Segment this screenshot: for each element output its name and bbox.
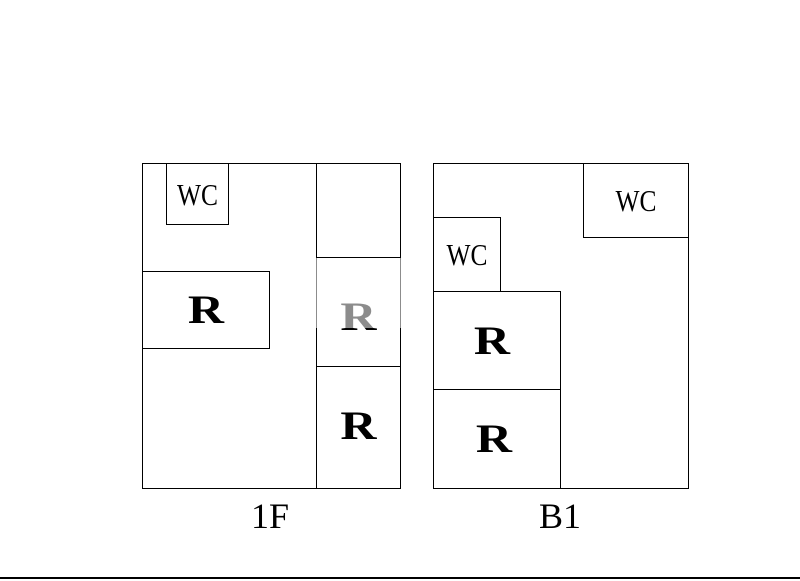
plan-b1-room-lower bbox=[433, 389, 561, 489]
plan-1f-room-left bbox=[142, 271, 270, 349]
plan-b1-room-upper-label: R bbox=[473, 317, 511, 363]
bottom-border-line bbox=[0, 577, 800, 579]
floor-label-1f: 1F bbox=[250, 496, 290, 536]
plan-1f-wc-label: WC bbox=[177, 176, 218, 212]
floor-label-b1: B1 bbox=[538, 496, 581, 536]
plan-b1-room-lower-label: R bbox=[475, 416, 513, 461]
plan-1f-wc-room bbox=[166, 163, 229, 225]
plan-b1-wc-right-label: WC bbox=[615, 183, 657, 218]
plan-b1-wc-room-right bbox=[583, 163, 689, 238]
plan-1f-room-right-bottom-label: R bbox=[340, 403, 377, 448]
plan-1f-room-right-bottom bbox=[316, 366, 401, 489]
watermark-overlay bbox=[300, 258, 420, 328]
plan-b1-wc-left-label: WC bbox=[446, 237, 488, 272]
plan-1f-room-left-label: R bbox=[187, 287, 225, 332]
